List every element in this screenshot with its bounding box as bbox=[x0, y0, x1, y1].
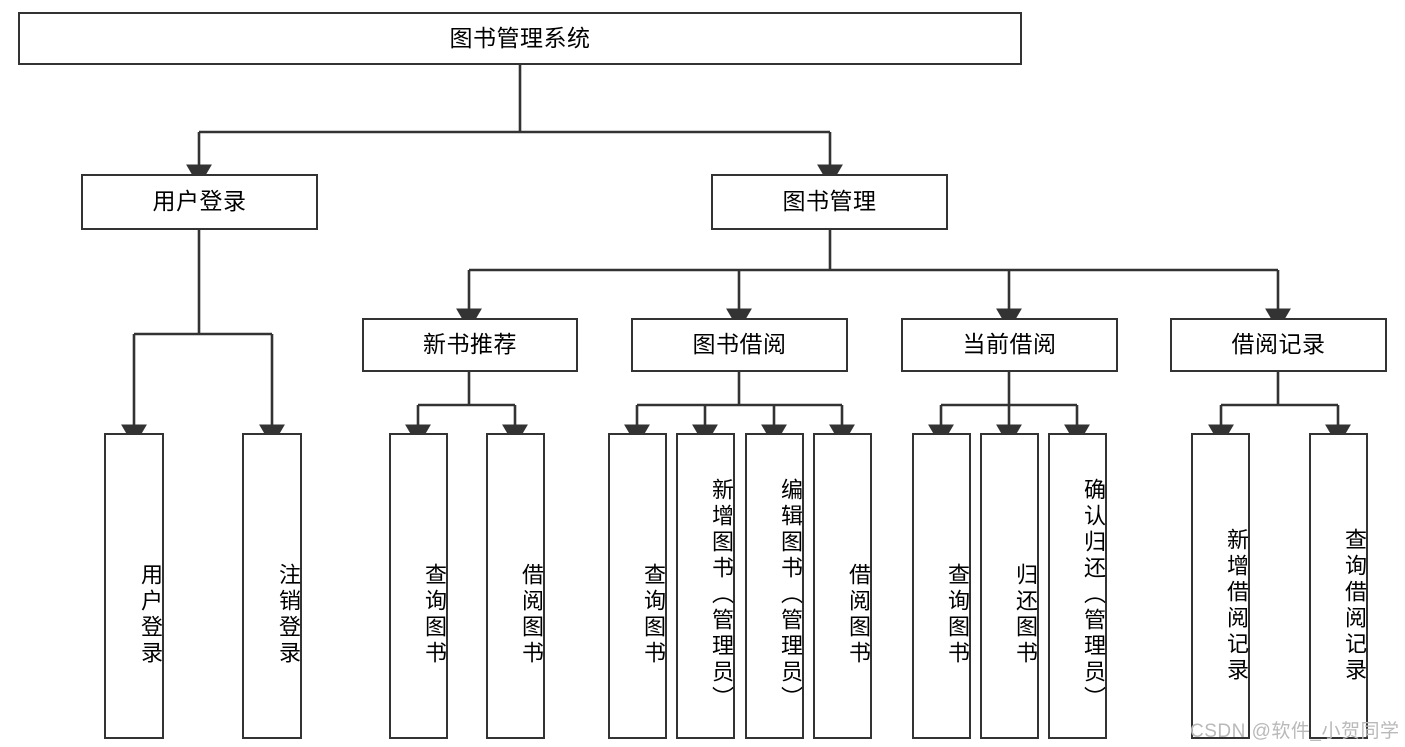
node-new-book-recommend[interactable]: 新书推荐 bbox=[362, 318, 578, 372]
leaf-borrow-record-add-record[interactable]: 新增借阅记录 bbox=[1191, 433, 1250, 739]
leaf-borrow-record-query-record[interactable]: 查询借阅记录 bbox=[1309, 433, 1368, 739]
csdn-watermark: CSDN @软件_小贺同学 bbox=[1190, 721, 1400, 742]
leaf-book-borrow-borrow-book[interactable]: 借阅图书 bbox=[813, 433, 872, 739]
node-current-borrow[interactable]: 当前借阅 bbox=[901, 318, 1118, 372]
node-root-book-management-system[interactable]: 图书管理系统 bbox=[18, 12, 1022, 65]
node-book-management[interactable]: 图书管理 bbox=[711, 174, 948, 230]
leaf-user-login-logout[interactable]: 注销登录 bbox=[242, 433, 302, 739]
leaf-book-borrow-add-book-admin[interactable]: 新增图书（管理员） bbox=[676, 433, 735, 739]
node-book-borrow[interactable]: 图书借阅 bbox=[631, 318, 848, 372]
leaf-user-login-login[interactable]: 用户登录 bbox=[104, 433, 164, 739]
leaf-book-borrow-edit-book-admin[interactable]: 编辑图书（管理员） bbox=[745, 433, 804, 739]
node-borrow-record[interactable]: 借阅记录 bbox=[1170, 318, 1387, 372]
leaf-new-book-borrow-book[interactable]: 借阅图书 bbox=[486, 433, 545, 739]
leaf-current-borrow-confirm-return-admin[interactable]: 确认归还（管理员） bbox=[1048, 433, 1107, 739]
leaf-new-book-query-book[interactable]: 查询图书 bbox=[389, 433, 448, 739]
leaf-current-borrow-return-book[interactable]: 归还图书 bbox=[980, 433, 1039, 739]
leaf-current-borrow-query-book[interactable]: 查询图书 bbox=[912, 433, 971, 739]
leaf-book-borrow-query-book[interactable]: 查询图书 bbox=[608, 433, 667, 739]
node-user-login[interactable]: 用户登录 bbox=[81, 174, 318, 230]
